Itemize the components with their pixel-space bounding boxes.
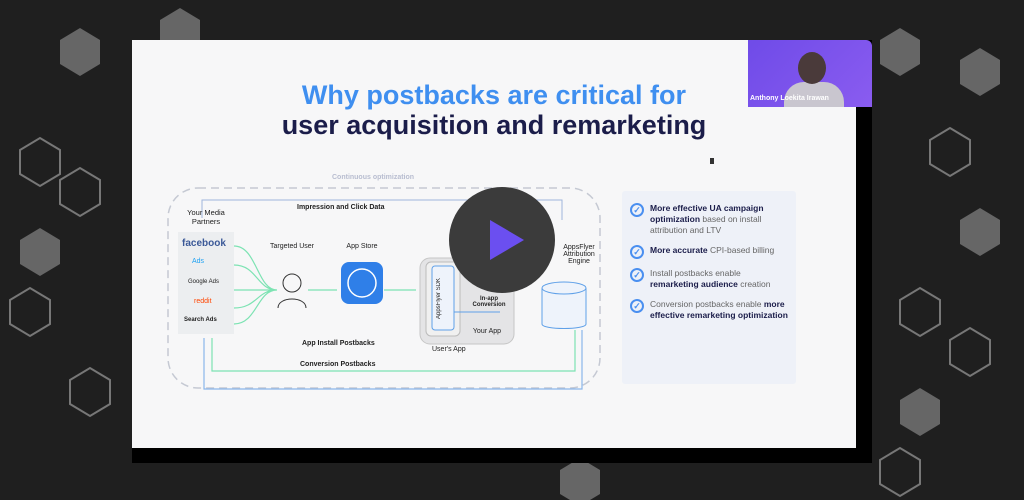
google-ads-logo: Google Ads [188,279,220,285]
app-store-icon [341,262,383,304]
your-app-label: Your App [472,328,502,335]
benefit-item: ✓Install postbacks enable remarketing au… [630,268,788,290]
play-icon [490,220,524,260]
benefit-item: ✓Conversion postbacks enable more effect… [630,299,788,321]
slide-title-line1: Why postbacks are critical for [301,80,687,110]
check-icon: ✓ [630,245,644,259]
conversion-postbacks-label: Conversion Postbacks [300,361,376,368]
targeted-user-label: Targeted User [270,243,314,250]
video-player[interactable]: Why postbacks are critical for user acqu… [132,40,872,463]
check-icon: ✓ [630,203,644,217]
attribution-engine-label: AppsFlyer Attribution Engine [563,244,595,265]
apple-search-ads-logo: Search Ads [184,317,217,323]
benefits-panel: ✓More effective UA campaign optimization… [622,191,796,384]
presentation-slide: Why postbacks are critical for user acqu… [132,40,856,448]
speaker-name: Anthony Loekita Irawan [750,95,829,102]
app-store-label: App Store [346,243,378,250]
facebook-logo: facebook [182,238,226,249]
sdk-label: AppsFlyer SDK [436,278,442,320]
benefit-item: ✓More accurate CPI-based billing [630,245,788,259]
continuous-optimization-label: Continuous optimization [332,174,415,181]
benefit-item: ✓More effective UA campaign optimization… [630,203,788,236]
install-postbacks-label: App Install Postbacks [302,340,375,347]
inapp-conversion-label: In-app Conversion [472,296,506,308]
play-button[interactable] [449,187,555,293]
media-partners-label: Your Media Partners [187,208,225,226]
twitter-ads-logo: Ads [192,258,205,265]
postback-diagram [167,187,601,390]
impression-label: Impression and Click Data [297,204,385,211]
mouse-cursor [710,158,714,164]
users-app-label: User's App [432,346,466,353]
reddit-logo: reddit [194,298,212,305]
check-icon: ✓ [630,299,644,313]
check-icon: ✓ [630,268,644,282]
speaker-webcam: Anthony Loekita Irawan [748,40,872,107]
slide-title-line2: user acquisition and remarketing [281,110,707,140]
